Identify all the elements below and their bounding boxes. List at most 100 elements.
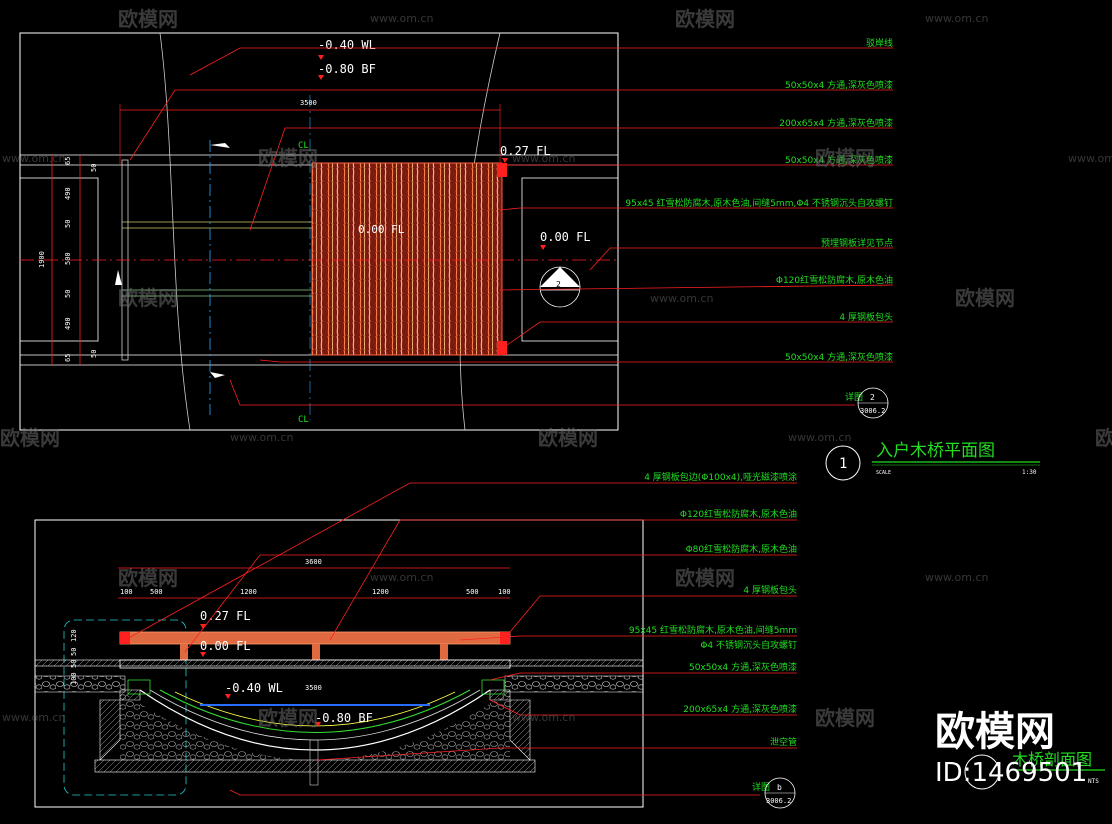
- svg-text:www.om.cn: www.om.cn: [370, 12, 433, 25]
- svg-text:3500: 3500: [305, 684, 322, 692]
- svg-text:490: 490: [64, 187, 72, 200]
- svg-text:95x45 红雪松防腐木,原木色油,间缝5mm: 95x45 红雪松防腐木,原木色油,间缝5mm: [629, 624, 797, 636]
- svg-text:4 厚钢板包头: 4 厚钢板包头: [839, 311, 893, 323]
- section-elev-wl: -0.40 WL: [225, 681, 283, 695]
- svg-text:2: 2: [556, 280, 561, 289]
- svg-text:www.om.cn: www.om.cn: [788, 431, 851, 444]
- svg-text:50x50x4 方通,深灰色喷漆: 50x50x4 方通,深灰色喷漆: [785, 351, 893, 363]
- cl-label-top: CL: [298, 141, 309, 151]
- steel-cap: [497, 341, 507, 355]
- svg-text:欧模网: 欧模网: [258, 146, 318, 170]
- svg-text:www.om.cn: www.om.cn: [2, 152, 65, 165]
- svg-text:65: 65: [64, 354, 72, 362]
- elevation-fl: 0.27 FL: [500, 144, 551, 158]
- plan-title-number: 1: [839, 456, 847, 472]
- svg-text:65: 65: [64, 157, 72, 165]
- svg-text:欧模网: 欧模网: [258, 706, 318, 730]
- svg-text:1:30: 1:30: [1022, 469, 1037, 476]
- svg-text:www.om.cn: www.om.cn: [925, 12, 988, 25]
- section-labels: 4 厚钢板包边(Φ100x4),哑光磁漆喷涂 Φ120红雪松防腐木,原木色油 Φ…: [629, 471, 797, 748]
- wood-deck-section: [119, 631, 511, 645]
- svg-text:www.om.cn: www.om.cn: [230, 431, 293, 444]
- svg-text:Φ80红雪松防腐木,原木色油: Φ80红雪松防腐木,原木色油: [686, 543, 797, 555]
- svg-text:www.om.cn: www.om.cn: [2, 711, 65, 724]
- dim-text: 3500: [300, 99, 317, 107]
- svg-text:500: 500: [64, 252, 72, 265]
- section-leaders: [124, 482, 797, 796]
- section-row-dims: 100 500 1200 1200 500 100: [120, 588, 511, 596]
- svg-text:100: 100: [498, 588, 511, 596]
- svg-text:泄空管: 泄空管: [770, 736, 797, 748]
- svg-text:驳岸线: 驳岸线: [866, 37, 893, 49]
- plan-title: 入户木桥平面图: [876, 441, 995, 461]
- svg-text:3006.2: 3006.2: [766, 797, 791, 805]
- svg-text:欧模网: 欧模网: [675, 7, 735, 31]
- svg-text:50x50x4 方通,深灰色喷漆: 50x50x4 方通,深灰色喷漆: [689, 661, 797, 673]
- svg-text:www.om.cn: www.om.cn: [650, 292, 713, 305]
- wood-deck-plan: [311, 162, 503, 356]
- cl-label-bottom: CL: [298, 415, 309, 425]
- svg-text:100: 100: [120, 588, 133, 596]
- detail-callout-box: [63, 619, 187, 796]
- watermark-id: ID:1469501: [935, 758, 1088, 788]
- svg-text:120: 120: [70, 629, 78, 642]
- svg-text:50x50x4 方通,深灰色喷漆: 50x50x4 方通,深灰色喷漆: [785, 79, 893, 91]
- svg-text:3600: 3600: [305, 558, 322, 566]
- left-pier: [19, 177, 99, 342]
- svg-text:2: 2: [870, 393, 875, 402]
- svg-text:欧模网: 欧模网: [955, 286, 1015, 310]
- svg-text:欧模网: 欧模网: [675, 566, 735, 590]
- svg-text:www.om.cn: www.om.cn: [512, 152, 575, 165]
- svg-text:50: 50: [70, 648, 78, 656]
- svg-text:50: 50: [90, 350, 98, 358]
- svg-text:500: 500: [150, 588, 163, 596]
- section-title: 木桥剖面图: [1012, 750, 1092, 769]
- svg-text:欧模网: 欧模网: [118, 566, 178, 590]
- section-title-block: 木桥剖面图 NTS: [964, 750, 1105, 790]
- elevation-deck: 0.00 FL: [358, 223, 405, 236]
- svg-text:200x65x4 方通,深灰色喷漆: 200x65x4 方通,深灰色喷漆: [779, 117, 893, 129]
- svg-text:50x50x4 方通,深灰色喷漆: 50x50x4 方通,深灰色喷漆: [785, 154, 893, 166]
- svg-text:欧模网: 欧模网: [538, 426, 598, 450]
- plan-leaders: [129, 47, 894, 406]
- plan-title-block: 1 入户木桥平面图 SCALE 1:30: [825, 441, 1040, 481]
- svg-text:欧模网: 欧模网: [118, 286, 178, 310]
- svg-text:3006.2: 3006.2: [860, 407, 885, 415]
- right-pier: [521, 177, 619, 342]
- plan-view: 3500 65 490 50 500 50 490 65 1900 50 50 …: [19, 32, 894, 431]
- svg-text:欧模网: 欧模网: [0, 426, 60, 450]
- svg-text:95x45 红雪松防腐木,原木色油,间缝5mm,Φ4 不锈钢: 95x45 红雪松防腐木,原木色油,间缝5mm,Φ4 不锈钢沉头自攻螺钉: [625, 197, 893, 209]
- svg-text:1200: 1200: [240, 588, 257, 596]
- plan-labels: 驳岸线 50x50x4 方通,深灰色喷漆 200x65x4 方通,深灰色喷漆 5…: [625, 37, 893, 363]
- svg-text:200x65x4 方通,深灰色喷漆: 200x65x4 方通,深灰色喷漆: [683, 703, 797, 715]
- svg-text:1200: 1200: [372, 588, 389, 596]
- svg-text:500: 500: [466, 588, 479, 596]
- svg-text:www.om.cn: www.om.cn: [370, 571, 433, 584]
- svg-text:50: 50: [64, 220, 72, 228]
- svg-text:Φ120红雪松防腐木,原木色油: Φ120红雪松防腐木,原木色油: [680, 508, 797, 520]
- svg-text:欧模网: 欧模网: [815, 146, 875, 170]
- section-elev-bf: -0.80 BF: [315, 711, 373, 725]
- svg-text:b: b: [777, 783, 782, 792]
- svg-text:50: 50: [90, 164, 98, 172]
- section-elev-zero: 0.00 FL: [200, 639, 251, 653]
- detail-ref-label: 详图: [845, 391, 863, 403]
- elevation-wl: -0.40 WL: [318, 38, 376, 52]
- svg-text:欧模网: 欧模网: [815, 706, 875, 730]
- svg-text:www.om.cn: www.om.cn: [1068, 152, 1112, 165]
- watermarks: 欧模网 www.om.cn 欧模网 www.om.cn www.om.cn 欧模…: [0, 7, 1112, 730]
- svg-text:www.om.cn: www.om.cn: [512, 711, 575, 724]
- svg-text:www.om.cn: www.om.cn: [925, 571, 988, 584]
- svg-text:欧模网: 欧模网: [118, 7, 178, 31]
- section-elev-fl: 0.27 FL: [200, 609, 251, 623]
- vertical-dims: 65 490 50 500 50 490 65 1900 50 50: [38, 157, 98, 362]
- steel-cap: [497, 163, 507, 177]
- svg-text:50: 50: [64, 290, 72, 298]
- svg-text:Φ4 不锈钢沉头自攻螺钉: Φ4 不锈钢沉头自攻螺钉: [700, 639, 797, 651]
- watermark-brand-large: 欧模网: [935, 709, 1055, 755]
- elevation-bf: -0.80 BF: [318, 62, 376, 76]
- arch-structure: [139, 689, 491, 751]
- section-view: 3600 100 500 1200 1200 500 100 120 50 50…: [34, 471, 797, 809]
- svg-text:4 厚钢板包边(Φ100x4),哑光磁漆喷涂: 4 厚钢板包边(Φ100x4),哑光磁漆喷涂: [644, 471, 797, 483]
- elevation-ground: 0.00 FL: [540, 230, 591, 244]
